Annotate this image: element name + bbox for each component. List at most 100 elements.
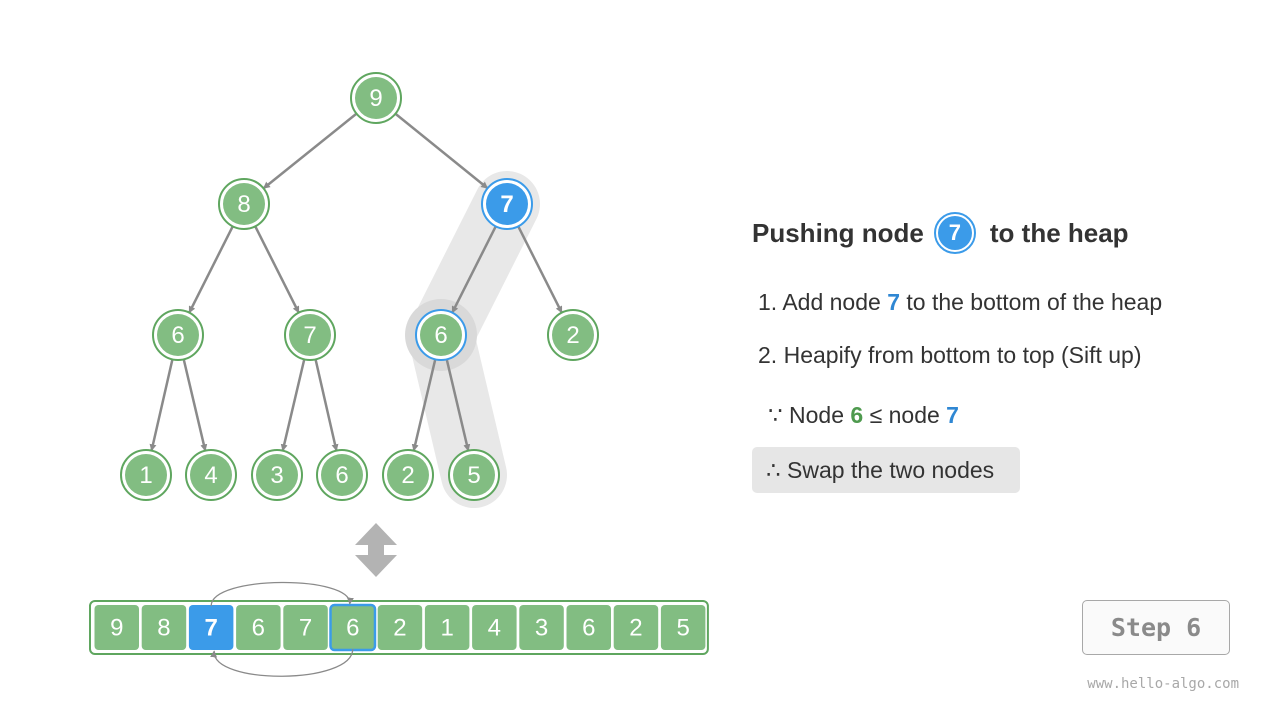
array-cell: 6 [236, 605, 281, 650]
pushed-node-value: 7 [937, 216, 972, 250]
array-cell-box [519, 605, 564, 650]
array-cell-box [424, 605, 470, 650]
tree-edge [253, 224, 300, 314]
array-cell: 7 [188, 605, 234, 650]
tree-node: 6 [152, 309, 204, 361]
tree-node-disc [453, 454, 495, 496]
array-cell-box [377, 605, 423, 650]
condition-b: 7 [946, 402, 959, 428]
tree-node-value: 7 [303, 322, 316, 349]
tree-node-disc [321, 454, 363, 496]
array-cell-box [472, 605, 517, 650]
condition-pre: Node [789, 402, 845, 428]
array-cell: 7 [283, 605, 328, 650]
tree-node-disc [355, 77, 397, 119]
title-prefix: Pushing node [752, 217, 924, 248]
step-2: 2. Heapify from bottom to top (Sift up) [758, 342, 1142, 369]
array-cell: 6 [329, 603, 377, 652]
array-cell-box [94, 605, 139, 650]
tree-nodes: 9 8 7 6 7 6 2 1 4 3 6 2 5 [120, 72, 599, 501]
tree-node: 7 [284, 309, 336, 361]
tree-node: 1 [120, 449, 172, 501]
array-cell: 6 [566, 605, 611, 650]
up-down-arrow-icon [355, 523, 397, 577]
step-1: 1. Add node 7 to the bottom of the heap [758, 289, 1162, 316]
step-1-value: 7 [887, 289, 900, 315]
tree-node-disc [289, 314, 331, 356]
tree-edge [451, 224, 498, 314]
swap-arc-bottom [210, 648, 354, 677]
tree-node-value: 4 [204, 462, 217, 489]
tree-node-disc [190, 454, 232, 496]
array-cell-box [283, 605, 328, 650]
tree-node-value: 3 [270, 462, 283, 489]
tree-node: 4 [185, 449, 237, 501]
step-2-number: 2. [758, 342, 778, 368]
tree-edge [188, 224, 235, 314]
array-cell: 4 [472, 605, 517, 650]
tree-node-value: 7 [500, 191, 513, 218]
array-cell-value: 7 [204, 615, 217, 642]
tree-node: 7 [481, 178, 533, 230]
condition-line: ∵ Node 6 ≤ node 7 [768, 402, 959, 429]
tree-edge [516, 224, 563, 314]
tree-node-value: 5 [467, 462, 480, 489]
tree-node-value: 2 [401, 462, 414, 489]
array-cell-value: 6 [346, 615, 359, 642]
tree-node: 6 [316, 449, 368, 501]
array-cell: 8 [141, 605, 187, 650]
tree-node: 6 [415, 309, 467, 361]
tree-edge [445, 358, 471, 452]
array-cell: 5 [660, 605, 706, 650]
tree-node-value: 6 [171, 322, 184, 349]
step-button[interactable]: Step 6 [1082, 600, 1230, 655]
tree-edge [280, 358, 306, 452]
tree-node: 5 [448, 449, 500, 501]
result-box: ∴ Swap the two nodes [752, 447, 1020, 493]
tree-node-value: 9 [369, 85, 382, 112]
array-cell-value: 4 [488, 615, 501, 642]
tree-edge [262, 112, 359, 190]
tree-node-value: 1 [139, 462, 152, 489]
pushed-node-badge: 7 [933, 212, 976, 254]
tree-edge [411, 358, 437, 452]
array-cell: 9 [94, 605, 139, 650]
array-cell-value: 6 [252, 615, 265, 642]
result-text: Swap the two nodes [787, 456, 995, 483]
condition-a: 6 [850, 402, 864, 428]
tree-node: 9 [350, 72, 402, 124]
tree-edge [149, 358, 174, 452]
array-cell-value: 2 [393, 615, 406, 642]
array-cell-value: 7 [299, 615, 312, 642]
because-symbol: ∵ [768, 402, 783, 428]
array-cell-box [141, 605, 187, 650]
tree-node: 2 [547, 309, 599, 361]
tree-node: 3 [251, 449, 303, 501]
tree-node-value: 6 [434, 322, 447, 349]
tree-edge [182, 358, 208, 452]
array-cell-value: 6 [582, 615, 595, 642]
array-cell: 2 [613, 605, 659, 650]
array-cell-box [660, 605, 706, 650]
tree-node-disc [157, 314, 199, 356]
array-cell-value: 8 [157, 615, 170, 642]
panel-title: Pushing node 7 to the heap [752, 210, 1129, 256]
therefore-symbol: ∴ [766, 456, 781, 483]
tree-node-value: 8 [237, 191, 250, 218]
tree-node-disc [420, 314, 462, 356]
array-cell-box [188, 605, 234, 650]
step-1-pre: Add node [782, 289, 881, 315]
array-cell-value: 3 [535, 615, 548, 642]
array-cell-value: 9 [110, 615, 123, 642]
array-cell-box [613, 605, 659, 650]
swap-arc-top [210, 581, 354, 607]
tree-edge [314, 358, 339, 452]
tree-node-disc [125, 454, 167, 496]
tree-node-disc [387, 454, 429, 496]
condition-mid: node [888, 402, 940, 428]
tree-node: 8 [218, 178, 270, 230]
tree-node-disc [223, 183, 265, 225]
tree-edges [149, 112, 563, 452]
